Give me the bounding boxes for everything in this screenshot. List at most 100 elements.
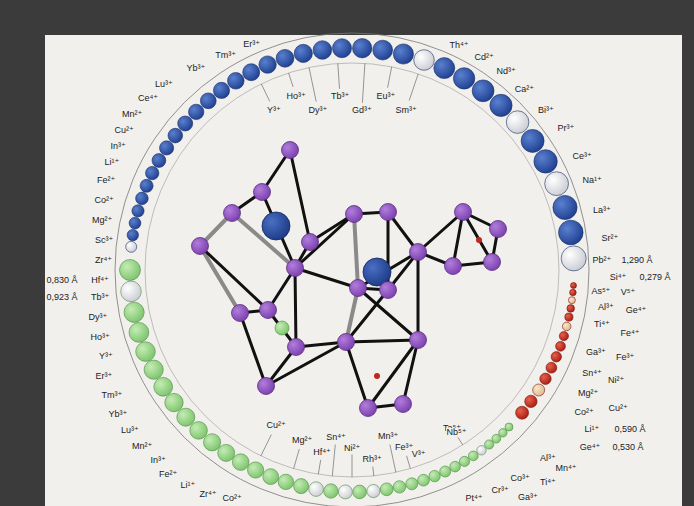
bond-line (295, 214, 354, 268)
ion-label: Y³⁺ (266, 106, 282, 115)
bond-line (418, 212, 463, 252)
ion-ball (121, 281, 142, 302)
bond-line (295, 268, 296, 347)
ion-ball (567, 305, 575, 313)
ion-ball (440, 466, 451, 477)
leader-line (309, 68, 316, 102)
ion-ball (373, 40, 393, 60)
ion-ball (136, 342, 156, 362)
ion-label: Hf⁴⁺ (90, 276, 110, 285)
ion-ball (468, 451, 478, 461)
oxygen-ball (302, 234, 319, 251)
ion-ball (178, 116, 193, 131)
ion-label: Al³⁺ (597, 303, 615, 312)
ion-label: Yb³⁺ (108, 410, 129, 419)
ion-label: Rh³⁺ (361, 455, 382, 464)
ion-ball (434, 58, 455, 79)
ion-label: Si⁴⁺ (609, 273, 628, 282)
bond-line (403, 340, 418, 404)
oxygen-ball (490, 221, 507, 238)
ion-ball (324, 484, 338, 498)
ion-label: Lu³⁺ (120, 426, 140, 435)
ion-label: In³⁺ (149, 456, 166, 465)
ion-label: Ti⁴⁺ (539, 478, 557, 487)
oxygen-ball (232, 305, 249, 322)
ion-ball (189, 104, 204, 119)
ion-label: V³⁺ (411, 450, 427, 459)
ion-label: Mg²⁺ (91, 216, 113, 225)
oxygen-ball (455, 204, 472, 221)
ion-ball (393, 481, 405, 493)
ion-label: Ni²⁺ (343, 444, 361, 453)
ion-ball (459, 456, 469, 466)
ion-ball (263, 469, 279, 485)
ion-label: Co²⁺ (93, 196, 114, 205)
ion-label: Pb²⁺ (592, 256, 613, 265)
bond-line (346, 290, 388, 342)
ion-ball (232, 454, 249, 471)
ion-ball (559, 220, 584, 245)
radius-value: 0,279 Å (639, 273, 672, 282)
ion-label: Tb³⁺ (330, 92, 350, 101)
ion-label: Zr⁴⁺ (198, 490, 217, 499)
ion-ball (278, 474, 293, 489)
leader-line (289, 73, 294, 87)
ion-ball (129, 217, 141, 229)
oxygen-ball (288, 339, 305, 356)
ion-ball (165, 393, 183, 411)
ion-ball (380, 483, 393, 496)
ion-label: Sn⁴⁺ (325, 433, 347, 442)
ion-label: Ho³⁺ (89, 333, 110, 342)
ion-ball-ring (120, 39, 587, 499)
ion-label: Ce⁴⁺ (137, 94, 159, 103)
ion-label: Mg²⁺ (577, 389, 599, 398)
ion-label: Ca²⁺ (514, 85, 535, 94)
ion-ball (353, 485, 367, 499)
ion-ball (521, 129, 544, 152)
ion-ball (124, 302, 144, 322)
bond-line (240, 313, 266, 386)
ion-label: Cu²⁺ (265, 421, 286, 430)
bond-line (232, 213, 295, 268)
oxygen-ball (410, 332, 427, 349)
ion-ball (294, 479, 309, 494)
ion-ball (414, 50, 435, 71)
structure-network (192, 142, 507, 417)
ion-label: Cr³⁺ (490, 486, 509, 495)
ion-label: Sc³⁺ (94, 236, 114, 245)
leader-line (388, 67, 392, 88)
ion-ball (367, 484, 380, 497)
ion-label: Ti⁴⁺ (593, 320, 611, 329)
leader-line (294, 449, 300, 469)
ion-label: Ga³⁺ (517, 493, 539, 502)
ion-label: Mg²⁺ (291, 436, 313, 445)
ion-label: Na¹⁺ (581, 176, 602, 185)
ion-ball (120, 260, 141, 281)
bond-line (368, 340, 418, 408)
ion-ball (453, 68, 474, 89)
bond-line (262, 192, 295, 268)
ion-label: Fe³⁺ (615, 353, 635, 362)
ion-ball (177, 408, 195, 426)
ion-ball (248, 462, 264, 478)
ion-label: Li¹⁺ (584, 425, 601, 434)
oxygen-ball (346, 206, 363, 223)
ion-label: Mn³⁺ (377, 432, 399, 441)
ion-ball (565, 313, 573, 321)
oxygen-ball (254, 184, 271, 201)
ion-ball (160, 141, 174, 155)
ion-label: Co²⁺ (573, 408, 594, 417)
ion-label: Lu³⁺ (154, 80, 174, 89)
ion-ball (562, 322, 571, 331)
bond-line (295, 268, 358, 288)
ion-label: Al³⁺ (539, 454, 557, 463)
ion-ball (228, 73, 245, 90)
ion-ball (418, 474, 430, 486)
ion-label: Er³⁺ (242, 40, 261, 49)
ion-label: Nd³⁺ (495, 67, 516, 76)
oxygen-ball (260, 302, 277, 319)
bond-line (346, 342, 368, 408)
ion-label: Zr⁴⁺ (94, 256, 113, 265)
leader-line (458, 437, 463, 445)
ion-ball (533, 384, 545, 396)
